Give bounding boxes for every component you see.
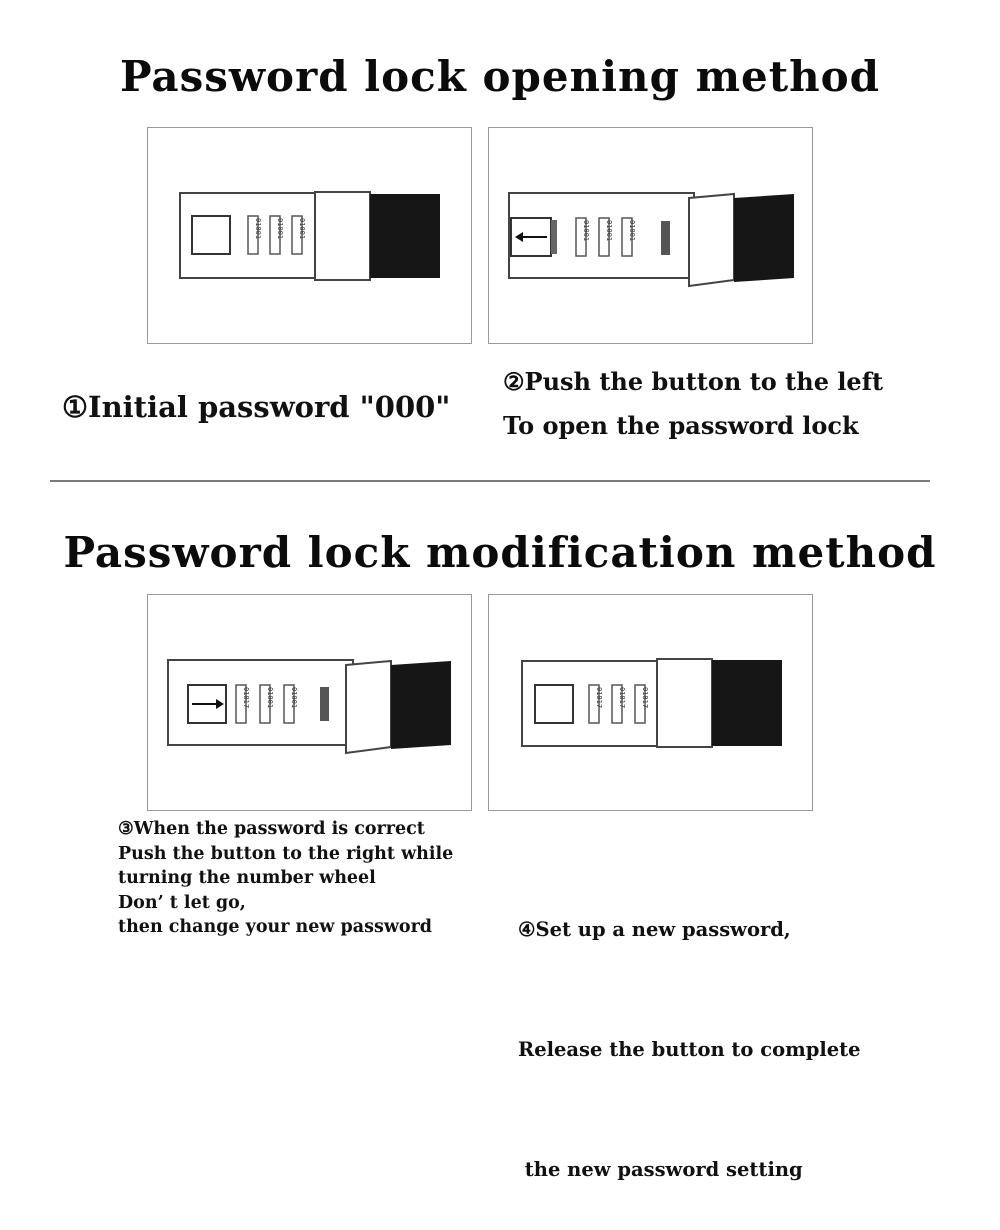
step4-illustration: 01817 01817 01817	[488, 594, 813, 811]
step3-caption-line: then change your new password	[118, 917, 433, 937]
strap	[370, 194, 440, 278]
step1-caption: ①Initial password "000"	[62, 390, 451, 424]
lock-diagram: 01001 01001 01001	[179, 191, 440, 281]
step3-caption: ③When the password is correct Push the b…	[118, 817, 453, 940]
step2-caption-line2: To open the password lock	[503, 411, 859, 440]
step3-caption-line: Don’ t let go,	[118, 892, 246, 913]
strap	[391, 661, 451, 749]
step4-caption-line: ④Set up a new password,	[518, 918, 791, 941]
right-arrow-icon	[192, 699, 224, 709]
step3-caption-line: Push the button to the right while	[118, 843, 454, 864]
step2-illustration: 01001 01001 01001	[488, 127, 813, 344]
number-wheel	[588, 684, 646, 724]
wheel-digits: 01001	[605, 220, 613, 241]
strap-loop	[688, 192, 735, 288]
step2-caption-line1: ②Push the button to the left	[503, 367, 884, 396]
lock-diagram: 01001 01001 01001	[508, 192, 794, 288]
step3-illustration: 01817 01001 01001	[147, 594, 472, 811]
slider-slot	[661, 221, 670, 255]
lock-diagram: 01817 01001 01001	[167, 659, 451, 755]
wheel-digits: 01001	[628, 220, 636, 241]
wheel-digits: 01817	[595, 687, 603, 708]
step4-caption: ④Set up a new password, Release the butt…	[518, 830, 861, 1230]
wheel-digits: 01817	[618, 687, 626, 708]
step3-caption-line: ③When the password is correct	[118, 819, 425, 839]
modification-method-title: Password lock modification method	[63, 528, 937, 577]
wheel-digits: 01001	[266, 687, 274, 708]
wheel-digits: 01817	[242, 687, 250, 708]
lock-diagram: 01817 01817 01817	[521, 658, 782, 748]
slider-slot	[320, 687, 329, 721]
number-wheel	[235, 684, 295, 724]
section-divider	[50, 480, 930, 482]
step3-caption-line: turning the number wheel	[118, 868, 376, 888]
strap-loop	[345, 659, 392, 755]
lock-button	[534, 684, 574, 724]
left-arrow-icon	[515, 232, 547, 242]
opening-method-title: Password lock opening method	[119, 52, 881, 101]
strap-loop	[656, 658, 713, 748]
number-wheel	[247, 215, 303, 255]
step1-illustration: 01001 01001 01001	[147, 127, 472, 344]
number-wheel	[575, 217, 633, 257]
step4-caption-line: Release the button to complete	[518, 1038, 861, 1061]
wheel-digits: 01001	[290, 687, 298, 708]
wheel-digits: 01817	[641, 687, 649, 708]
wheel-digits: 01001	[254, 218, 262, 239]
wheel-digits: 01001	[276, 218, 284, 239]
strap	[712, 660, 782, 746]
strap-loop	[314, 191, 371, 281]
wheel-digits: 01001	[582, 220, 590, 241]
step4-caption-line: the new password setting	[518, 1158, 803, 1181]
wheel-digits: 01001	[298, 218, 306, 239]
strap	[734, 194, 794, 282]
lock-button	[191, 215, 231, 255]
